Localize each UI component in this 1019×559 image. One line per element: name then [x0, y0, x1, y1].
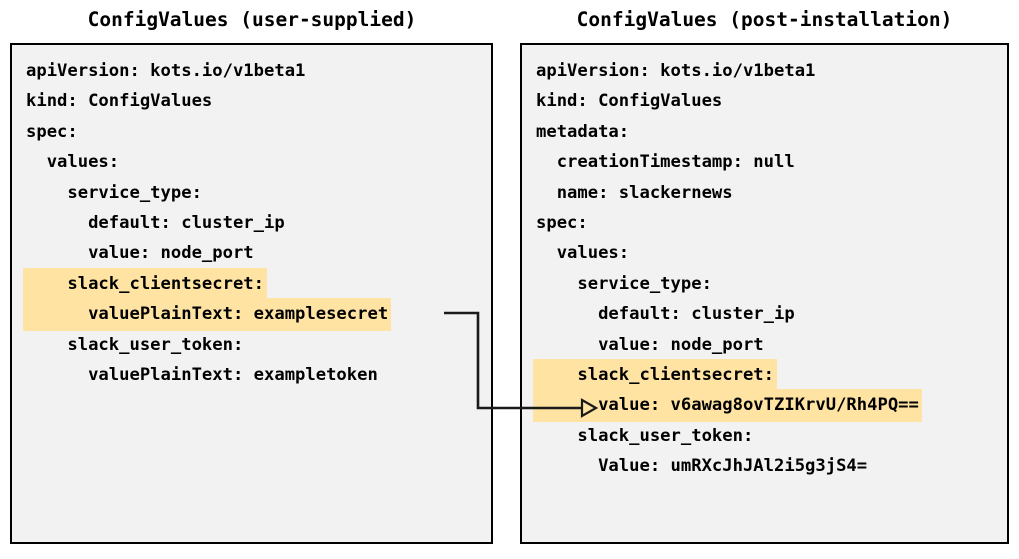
code-line-text: slack_user_token: [536, 425, 754, 446]
code-line-text: slack_clientsecret: [533, 358, 777, 392]
code-line: values: [23, 146, 491, 176]
code-line-text: default: cluster_ip [26, 212, 285, 233]
code-lines-user-supplied: apiVersion: kots.io/v1beta1 kind: Config… [23, 55, 491, 542]
code-line-text: kind: ConfigValues [26, 91, 213, 112]
code-line-text: service_type: [26, 182, 202, 203]
code-line-text: value: node_port [536, 334, 764, 355]
code-line-highlighted: slack_clientsecret: [533, 358, 1007, 392]
code-line-text: value: node_port [26, 243, 254, 264]
panel-title-user-supplied: ConfigValues (user-supplied) [87, 8, 417, 31]
code-line: kind: ConfigValues [533, 85, 1007, 115]
code-line-text: valuePlainText: exampletoken [26, 364, 378, 385]
code-line-text: values: [536, 243, 630, 264]
code-line: metadata: [533, 116, 1007, 146]
code-line-text: valuePlainText: examplesecret [23, 298, 392, 331]
code-line: apiVersion: kots.io/v1beta1 [23, 55, 491, 85]
code-line: value: node_port [23, 237, 491, 267]
code-box-post-installation: apiVersion: kots.io/v1beta1 kind: Config… [520, 43, 1009, 544]
code-box-user-supplied: apiVersion: kots.io/v1beta1 kind: Config… [10, 43, 493, 544]
code-line-text: slack_clientsecret: [23, 267, 267, 301]
code-line: default: cluster_ip [23, 207, 491, 237]
code-line: valuePlainText: exampletoken [23, 359, 491, 389]
code-line-text: values: [26, 152, 120, 173]
code-line-text: spec: [26, 121, 78, 142]
code-line-text: slack_user_token: [26, 334, 244, 355]
code-line: spec: [533, 207, 1007, 237]
code-line: kind: ConfigValues [23, 85, 491, 115]
code-line-highlighted: slack_clientsecret: [23, 267, 491, 301]
code-line-text: Value: umRXcJhJAl2i5g3jS4= [536, 456, 868, 477]
panel-user-supplied: ConfigValues (user-supplied) apiVersion:… [0, 0, 504, 559]
code-line-text: default: cluster_ip [536, 304, 795, 325]
code-line-highlighted: valuePlainText: examplesecret [23, 298, 491, 331]
code-line: creationTimestamp: null [533, 146, 1007, 176]
code-line-text: spec: [536, 212, 588, 233]
code-line-text: kind: ConfigValues [536, 91, 723, 112]
code-line: Value: umRXcJhJAl2i5g3jS4= [533, 450, 1007, 480]
panel-post-installation: ConfigValues (post-installation) apiVers… [510, 0, 1019, 559]
code-line: default: cluster_ip [533, 298, 1007, 328]
panel-title-post-installation: ConfigValues (post-installation) [576, 8, 953, 31]
code-line-text: apiVersion: kots.io/v1beta1 [26, 61, 306, 81]
code-line: service_type: [533, 268, 1007, 298]
code-lines-post-installation: apiVersion: kots.io/v1beta1 kind: Config… [533, 55, 1007, 542]
code-line-highlighted: value: v6awag8ovTZIKrvU/Rh4PQ== [533, 389, 1007, 422]
code-line-text: value: v6awag8ovTZIKrvU/Rh4PQ== [533, 389, 922, 422]
code-line: slack_user_token: [533, 420, 1007, 450]
code-line: values: [533, 237, 1007, 267]
code-line-text: apiVersion: kots.io/v1beta1 [536, 61, 816, 81]
code-line-text: service_type: [536, 273, 712, 294]
code-line-text: name: slackernews [536, 182, 733, 203]
code-line: service_type: [23, 177, 491, 207]
code-line: value: node_port [533, 329, 1007, 359]
code-line: spec: [23, 116, 491, 146]
code-line: slack_user_token: [23, 329, 491, 359]
code-line: apiVersion: kots.io/v1beta1 [533, 55, 1007, 85]
code-line-text: metadata: [536, 121, 630, 142]
code-line: name: slackernews [533, 177, 1007, 207]
code-line-text: creationTimestamp: null [536, 152, 795, 173]
